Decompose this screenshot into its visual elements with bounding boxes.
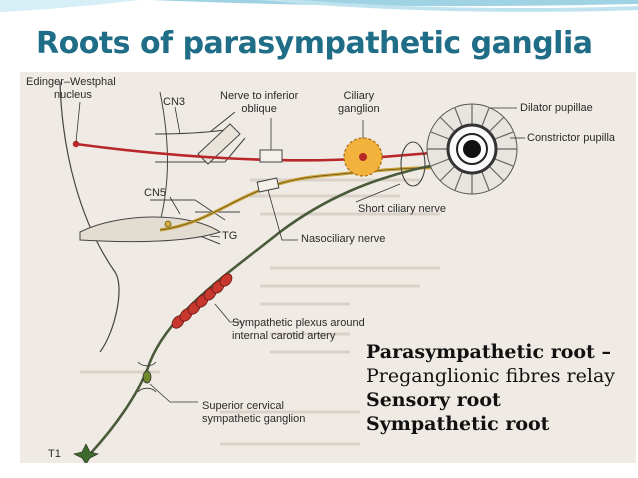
label-ciliary-ganglion: Ciliary ganglion xyxy=(338,90,380,115)
ciliary-nerve-loop xyxy=(400,141,426,187)
label-nerve-to-inferior-oblique: Nerve to inferior oblique xyxy=(220,90,299,115)
label-sympathetic-plexus: Sympathetic plexus around internal carot… xyxy=(232,317,365,342)
background-page-texture xyxy=(80,178,440,446)
sensory-root-nerve xyxy=(159,165,473,232)
label-constrictor-pupillae: Constrictor pupilla xyxy=(527,132,616,144)
eye-iris xyxy=(426,103,518,195)
brainstem-outline xyxy=(59,81,120,353)
nerve-inferior-box xyxy=(259,149,283,163)
leader-lines xyxy=(75,101,525,403)
label-cn3: CN3 xyxy=(163,96,186,108)
cn3-outline xyxy=(154,111,246,163)
legend-parasympathetic-root: Parasympathetic root – xyxy=(366,341,611,363)
legend-preganglionic-relay: Preganglionic fibres relay xyxy=(366,365,616,387)
legend-sensory-root: Sensory root xyxy=(366,389,501,411)
label-edinger-westphal: Edinger–Westphal nucleus xyxy=(26,76,116,101)
label-t1: T1 xyxy=(48,448,61,460)
superior-cervical-ganglion xyxy=(142,370,152,384)
sympathetic-plexus-coils xyxy=(171,273,233,329)
sympathetic-root-nerve xyxy=(89,160,451,455)
label-dilator-pupillae: Dilator pupillae xyxy=(520,102,593,114)
legend-sympathetic-root: Sympathetic root xyxy=(366,413,550,435)
t1-star-marker xyxy=(73,443,99,463)
label-tg: TG xyxy=(222,230,238,242)
header-swoosh xyxy=(0,0,638,12)
nerve-diagram: Edinger–Westphal nucleus CN3 Nerve to in… xyxy=(20,72,636,463)
label-nasociliary-nerve: Nasociliary nerve xyxy=(301,233,386,245)
label-superior-cervical-ganglion: Superior cervical sympathetic ganglion xyxy=(202,400,306,425)
label-short-ciliary-nerve: Short ciliary nerve xyxy=(358,203,447,215)
diagram-drawing xyxy=(59,81,525,463)
legend: Parasympathetic root – Preganglionic fib… xyxy=(366,340,615,436)
slide-title: Roots of parasympathetic ganglia xyxy=(36,26,593,61)
label-cn5: CN5 xyxy=(144,187,167,199)
